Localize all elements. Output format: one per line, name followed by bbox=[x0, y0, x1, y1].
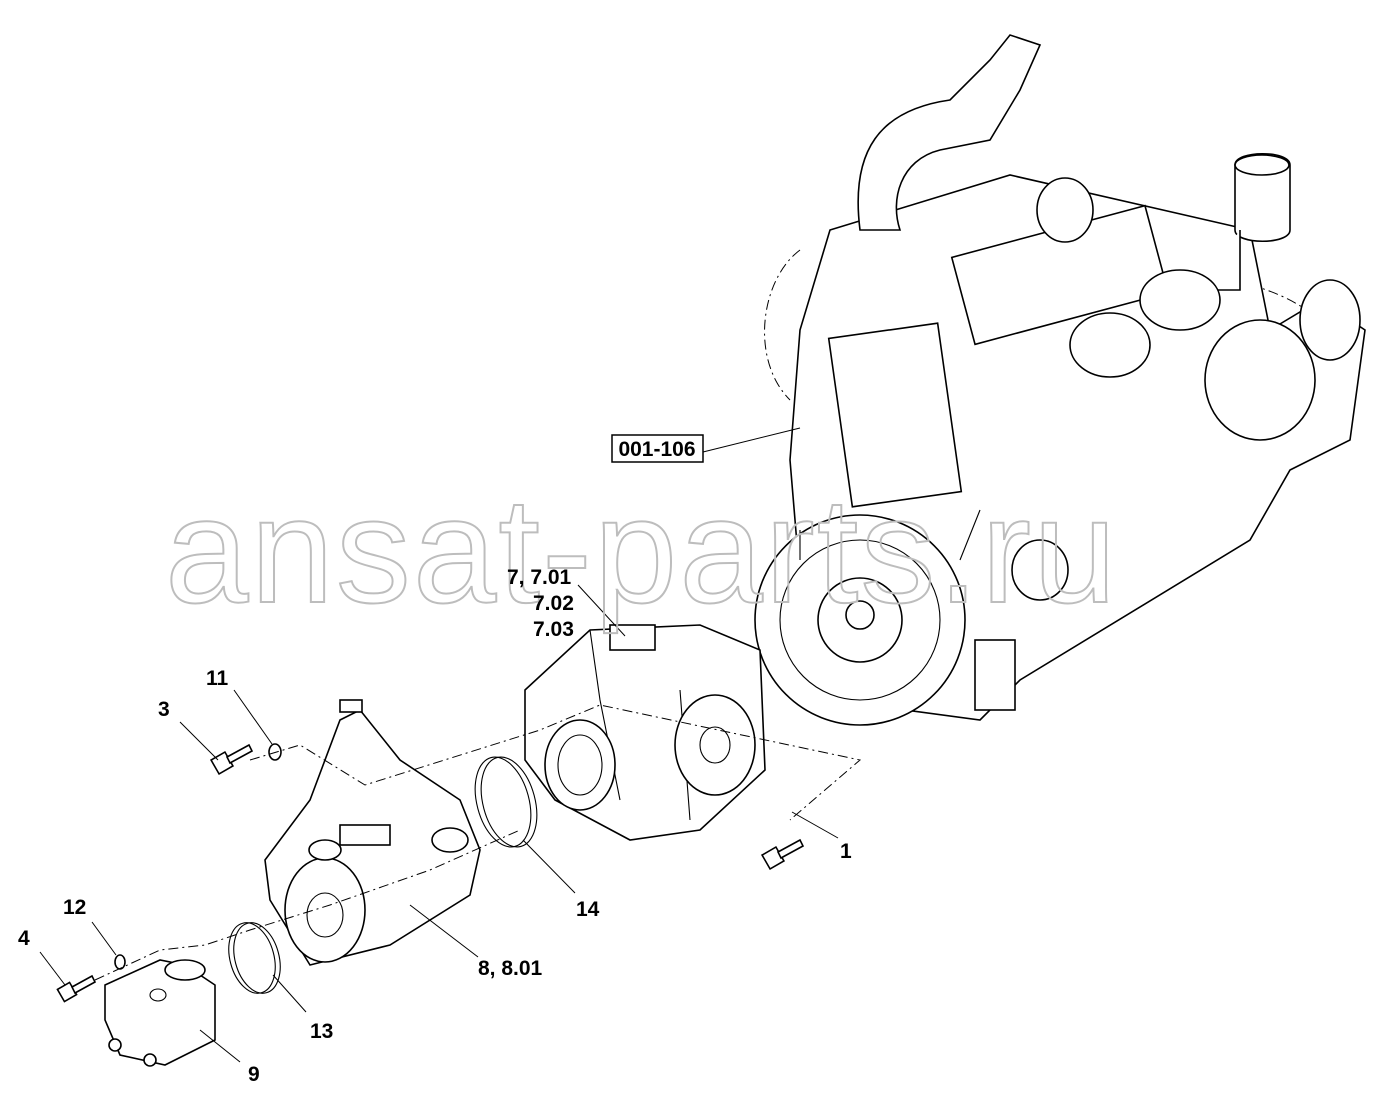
main-pump bbox=[524, 624, 766, 841]
callout-9: 9 bbox=[248, 1063, 260, 1086]
reference-box-001-106 bbox=[611, 434, 704, 463]
callout-3: 3 bbox=[158, 698, 170, 721]
callout-13: 13 bbox=[310, 1020, 333, 1043]
washer-12 bbox=[114, 954, 126, 970]
callout-14: 14 bbox=[576, 898, 600, 921]
bolt-4 bbox=[56, 974, 97, 1003]
callout-001-106: 001-106 bbox=[618, 438, 695, 461]
callout-7-03: 7.03 bbox=[533, 618, 574, 641]
bolt-1 bbox=[760, 838, 805, 871]
callout-7-02: 7.02 bbox=[533, 592, 574, 615]
callout-4: 4 bbox=[18, 927, 30, 950]
callout-1: 1 bbox=[840, 840, 852, 863]
gear-pump bbox=[104, 959, 216, 1067]
bolt-3 bbox=[209, 743, 254, 776]
callout-12: 12 bbox=[63, 896, 86, 919]
secondary-pump bbox=[264, 699, 481, 966]
watermark: ansat-parts.ru bbox=[165, 466, 1118, 634]
callout-7: 7, 7.01 bbox=[507, 566, 572, 589]
engine-assembly bbox=[754, 34, 1366, 726]
callout-8: 8, 8.01 bbox=[478, 957, 543, 980]
callout-11: 11 bbox=[206, 667, 229, 690]
